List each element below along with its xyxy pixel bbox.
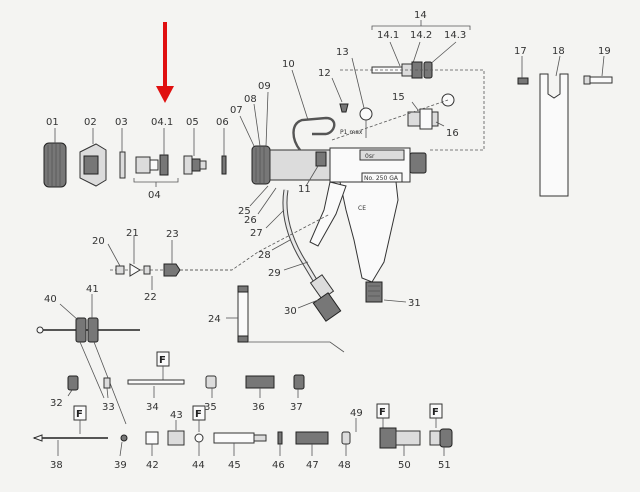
label-10: 10: [282, 59, 295, 70]
parts-20-23-needle-seal: 20 21 22 23: [92, 213, 331, 303]
label-18: 18: [552, 46, 565, 57]
label-22: 22: [144, 292, 157, 303]
f-mark-38: F: [76, 409, 83, 420]
label-40: 40: [44, 294, 57, 305]
label-44: 44: [192, 460, 205, 471]
label-27: 27: [250, 228, 263, 239]
part-03-washer: 03: [115, 117, 128, 179]
label-09: 09: [258, 81, 271, 92]
part-05-fitting: 05: [183, 117, 207, 175]
label-34: 34: [146, 402, 159, 413]
label-24: 24: [208, 314, 221, 325]
row-parts-32-37: 32 33 F 34 35 36 37: [50, 351, 305, 413]
f-mark-34: F: [159, 355, 166, 366]
part-18-stand: 18: [539, 46, 569, 197]
f-mark-44: F: [195, 409, 202, 420]
label-41: 41: [86, 284, 99, 295]
label-29: 29: [268, 268, 281, 279]
label-02: 02: [84, 117, 97, 128]
label-14-1: 14.1: [377, 30, 399, 41]
label-47: 47: [306, 460, 319, 471]
label-23: 23: [166, 229, 179, 240]
label-48: 48: [338, 460, 351, 471]
part-01-air-cap-ring: 01: [43, 117, 67, 188]
part-14-regulator-group: 14 14.1 14.2 14.3: [371, 10, 471, 79]
pressure-label: P1 max: [340, 129, 363, 136]
label-07: 07: [230, 105, 243, 116]
assembly-dashed-box: [340, 69, 485, 151]
label-01: 01: [46, 117, 59, 128]
label-06: 06: [216, 117, 229, 128]
label-37: 37: [290, 402, 303, 413]
label-25: 25: [238, 206, 251, 217]
label-14-2: 14.2: [410, 30, 432, 41]
part-06-o-ring: 06: [216, 117, 229, 175]
label-08: 08: [244, 94, 257, 105]
label-46: 46: [272, 460, 285, 471]
label-14-3: 14.3: [444, 30, 466, 41]
label-43: 43: [170, 410, 183, 421]
label-15: 15: [392, 92, 405, 103]
model-plate: No. 250 GA: [364, 175, 399, 182]
label-42: 42: [146, 460, 159, 471]
part-17-pin: 17: [514, 46, 529, 85]
label-32: 32: [50, 398, 63, 409]
label-31: 31: [408, 298, 421, 309]
label-12: 12: [318, 68, 331, 79]
label-20: 20: [92, 236, 105, 247]
label-05: 05: [186, 117, 199, 128]
label-04: 04: [148, 190, 161, 201]
part-12-screw: 12: [318, 68, 349, 113]
label-28: 28: [258, 250, 271, 261]
parts-40-41-needle-assembly: 40 41: [36, 284, 140, 425]
label-19: 19: [598, 46, 611, 57]
part-19-bolt: 19: [583, 46, 613, 85]
part-24-spring-rod: 24: [208, 285, 345, 353]
label-03: 03: [115, 117, 128, 128]
gun-labels: 07 08 09 10 11 25 26 27 28 29 30 31: [230, 59, 421, 317]
ce-mark: CE: [358, 205, 366, 212]
label-50: 50: [398, 460, 411, 471]
f-mark-50: F: [379, 407, 386, 418]
label-35: 35: [204, 402, 217, 413]
brand-text: 0sr: [365, 153, 375, 160]
part-15-16-valve: 15 16: [331, 92, 459, 141]
part-02-air-cap: 02: [79, 117, 107, 187]
label-45: 45: [228, 460, 241, 471]
part-04-nozzle-group: 04.1 04: [133, 117, 179, 201]
label-51: 51: [438, 460, 451, 471]
red-arrow-indicator: [156, 22, 174, 103]
f-mark-51: F: [432, 407, 439, 418]
label-13: 13: [336, 47, 349, 58]
label-36: 36: [252, 402, 265, 413]
part-13-knob: 13: [336, 47, 373, 138]
label-14: 14: [414, 10, 427, 21]
row-parts-38-51: F 38 39 42 43 F 44 45 46 47 48 49: [32, 403, 453, 471]
label-30: 30: [284, 306, 297, 317]
label-04-1: 04.1: [151, 117, 173, 128]
label-21: 21: [126, 228, 139, 239]
label-49: 49: [350, 408, 363, 419]
label-38: 38: [50, 460, 63, 471]
label-33: 33: [102, 402, 115, 413]
label-16: 16: [446, 128, 459, 139]
label-39: 39: [114, 460, 127, 471]
label-17: 17: [514, 46, 527, 57]
label-26: 26: [244, 215, 257, 226]
spray-gun-body: 0sr CE No. 250 GA P1 max: [251, 116, 427, 322]
label-11: 11: [298, 184, 311, 195]
